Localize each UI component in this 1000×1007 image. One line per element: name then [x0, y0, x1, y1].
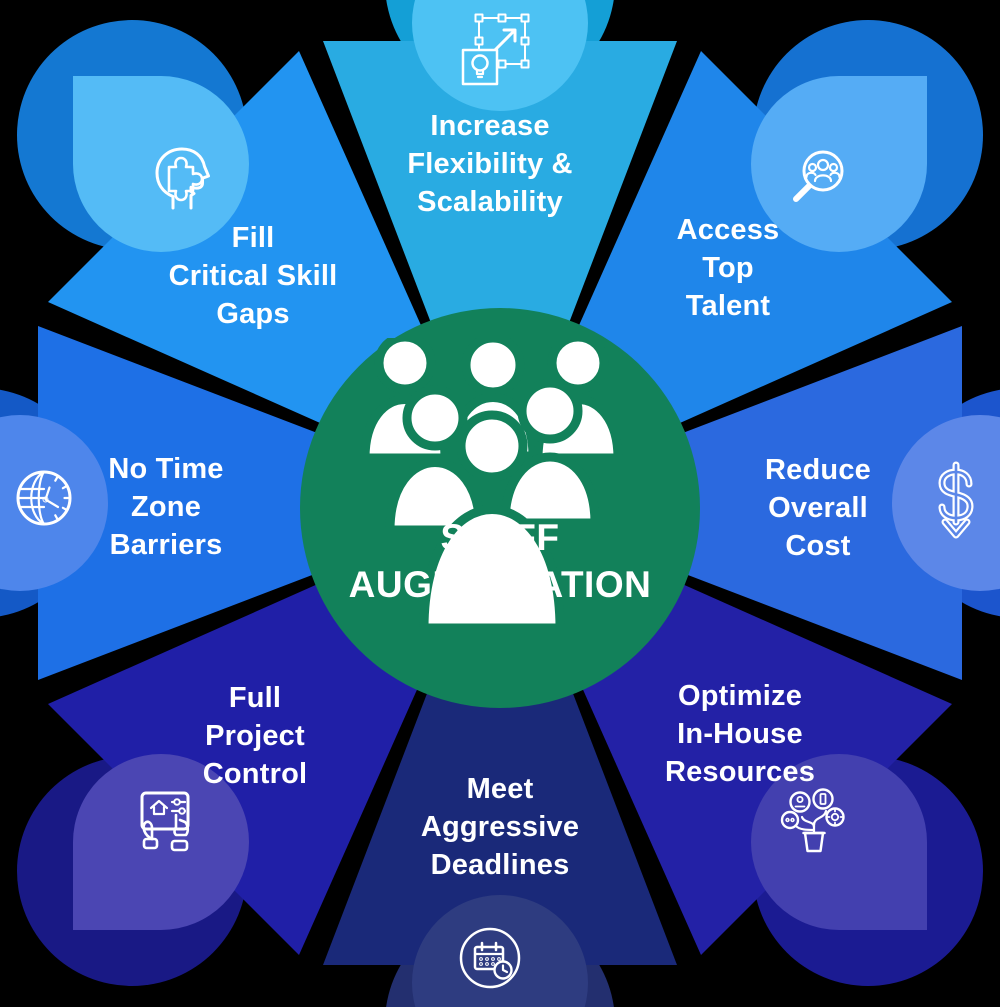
- tablet-control-icon: [140, 791, 190, 852]
- calendar-clock-icon: [459, 927, 521, 989]
- head-puzzle-icon: [155, 147, 210, 210]
- globe-clock-icon: [16, 470, 72, 526]
- resource-growth-icon: [780, 788, 845, 853]
- segment-label: Full Project Control: [202, 682, 308, 790]
- segment-label: Increase Flexibility & Scalability: [407, 110, 573, 218]
- segment-label: Meet Aggressive Deadlines: [420, 773, 580, 881]
- segment-label: Access Top Talent: [676, 214, 780, 322]
- scale-resize-icon: [461, 13, 530, 86]
- talent-search-icon: [793, 150, 844, 202]
- segment-label: No Time Zone Barriers: [108, 453, 224, 561]
- center-title: STAFF AUGMENTATION: [348, 517, 652, 605]
- center-circle: STAFF AUGMENTATION: [300, 308, 700, 708]
- segment-label: Reduce Overall Cost: [765, 454, 871, 562]
- segment-icon-bubble: [73, 76, 249, 252]
- segment-label: Optimize In-House Resources: [664, 680, 816, 788]
- team-people-icon: [360, 338, 623, 633]
- cost-reduction-icon: [938, 461, 974, 539]
- segment-label: Fill Critical Skill Gaps: [168, 222, 338, 330]
